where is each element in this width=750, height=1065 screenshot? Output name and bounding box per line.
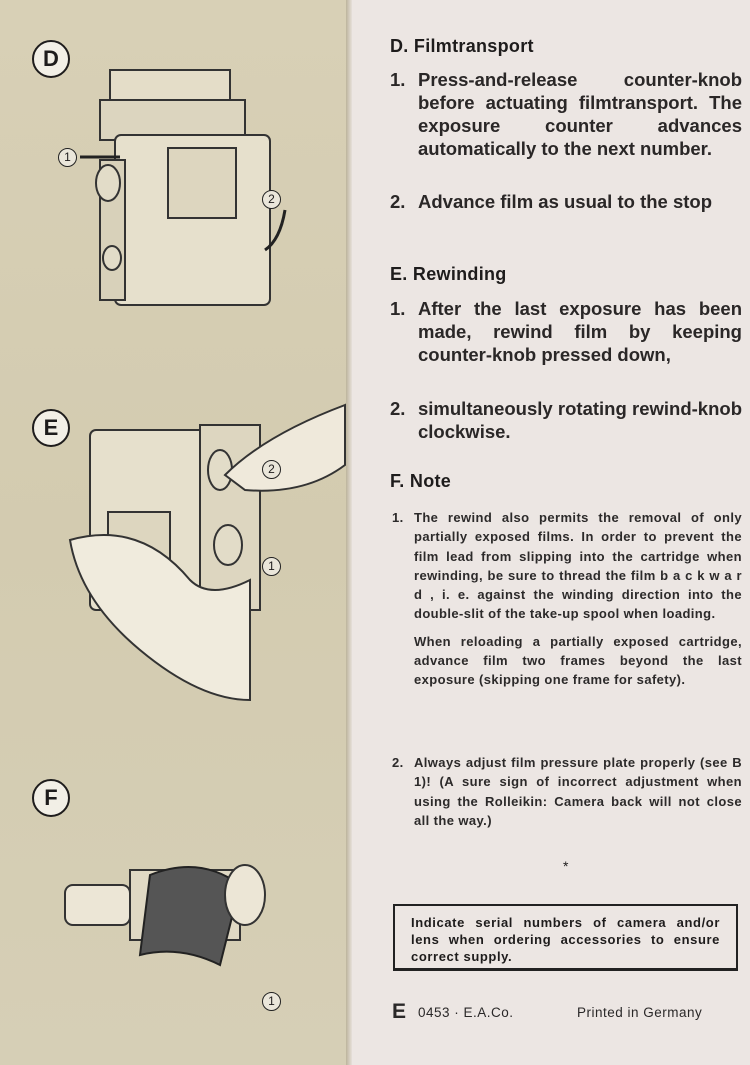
footer-letter: E [392,1000,407,1023]
callout-1: 1 [262,557,281,576]
camera-rewind-illustration [68,403,346,702]
separator-star: * [563,858,569,874]
list-item: 1. After the last exposure has been made… [390,297,742,366]
list-item: 1. Press-and-release counter-knob before… [390,68,742,160]
film-spool-illustration [64,864,266,967]
callout-1: 1 [58,148,77,167]
callout-1: 1 [262,992,281,1011]
list-item: 2. Advance film as usual to the stop [390,190,742,213]
item-number: 1. [390,298,406,319]
list-item: 2. Always adjust film pressure plate pro… [392,753,742,830]
item-text: Press-and-release counter-knob before ac… [418,69,742,159]
item-number: 1. [392,510,404,525]
item-number: 2. [390,191,406,212]
callout-2: 2 [262,190,281,209]
page-fold [346,0,352,1065]
footer-printed: Printed in Germany [577,1005,703,1020]
section-heading-note: F. Note [390,471,452,491]
figure-label-d: D [32,40,70,78]
item-number: 2. [392,755,404,770]
figure-label-f: F [32,779,70,817]
item-number: 2. [390,398,406,419]
item-text: After the last exposure has been made, r… [418,298,742,365]
text-page [352,0,750,1065]
item-text-continued: When reloading a partially exposed cartr… [414,633,742,688]
callout-2: 2 [262,460,281,479]
footer-code: 0453 · E.A.Co. [418,1005,514,1020]
section-heading-filmtransport: D. Filmtransport [390,36,534,56]
section-heading-rewinding: E. Rewinding [390,264,507,284]
item-number: 1. [390,69,406,90]
camera-top-illustration [80,69,287,306]
item-text: Advance film as usual to the stop [418,191,713,212]
figure-label-e: E [32,409,70,447]
item-text: Always adjust film pressure plate proper… [414,755,742,828]
item-text: simultaneously rotating rewind-knob cloc… [418,398,742,442]
item-text: The rewind also permits the removal of o… [414,510,742,622]
list-item: 1. The rewind also permits the removal o… [392,508,742,690]
notice-box: Indicate serial numbers of camera and/or… [393,904,738,971]
list-item: 2. simultaneously rotating rewind-knob c… [390,397,742,443]
